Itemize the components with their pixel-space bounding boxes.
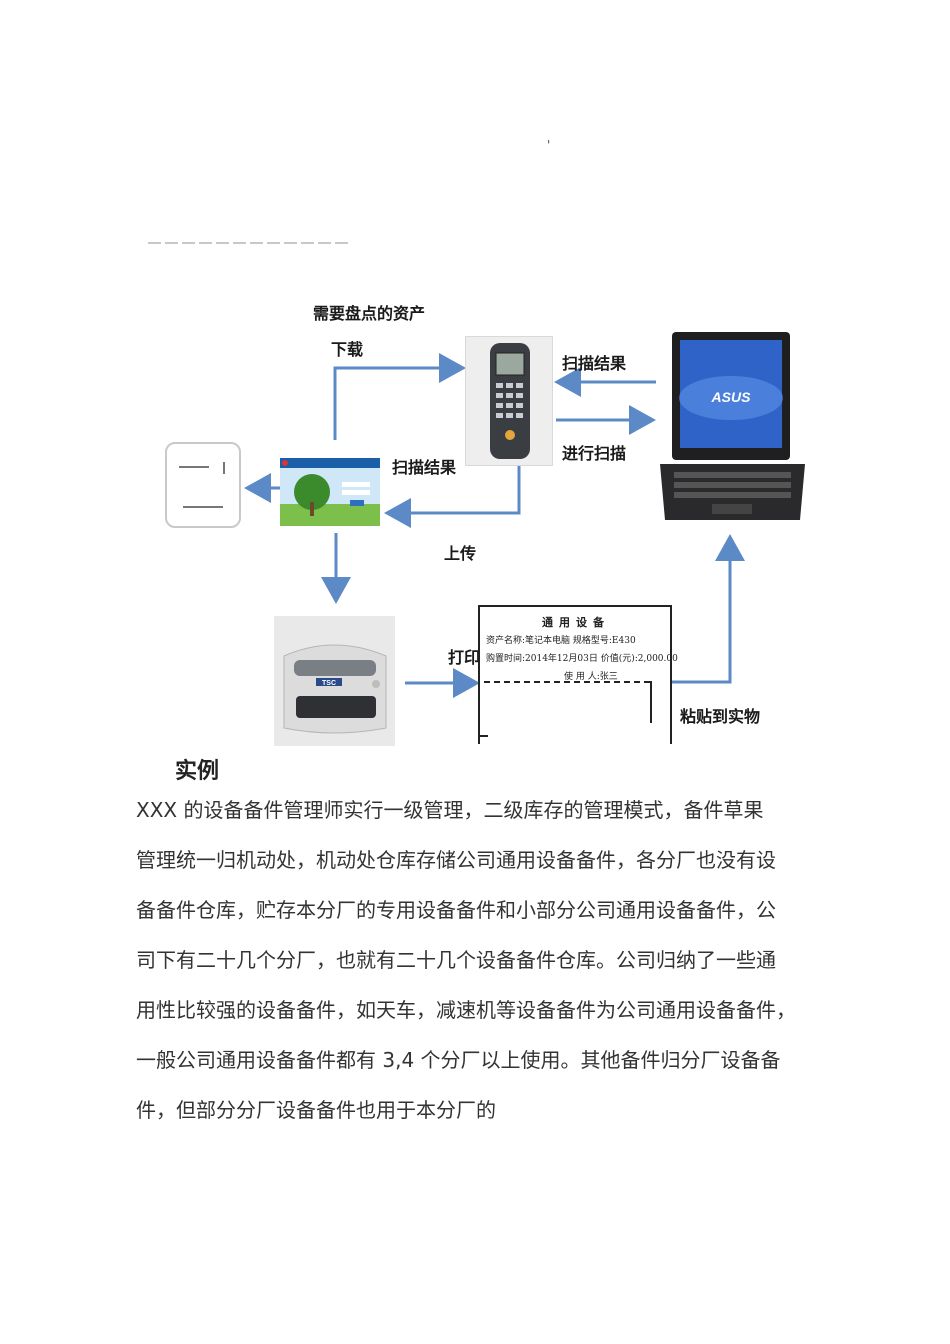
paragraph-line: 司下有二十几个分厂，也就有二十几个设备备件仓库。公司归纳了一些通	[136, 948, 776, 972]
printer-brand-logo: TSC	[322, 680, 336, 687]
label-card-corner	[480, 735, 488, 737]
label-do-scan: 进行扫描	[562, 444, 627, 463]
output-document-icon	[165, 442, 241, 528]
label-paste: 粘贴到实物	[680, 707, 761, 726]
laptop-brand-logo: ASUS	[711, 389, 752, 405]
label-scan-result-top: 扫描结果	[562, 354, 627, 373]
section-heading: 实例	[175, 759, 220, 784]
stray-mark: '	[547, 138, 551, 152]
arrow-upload	[384, 466, 521, 528]
paragraph-line: XXX 的设备备件管理师实行一级管理，二级库存的管理模式，备件草果	[136, 798, 764, 822]
arrow-paste	[668, 534, 745, 684]
handheld-scanner-image	[465, 336, 553, 466]
label-card-line3: 使 用 人:张三	[564, 672, 618, 682]
paragraph-line: 一般公司通用设备备件都有 3,4 个分厂以上使用。其他备件归分厂设备备	[136, 1048, 781, 1072]
label-upload: 上传	[444, 544, 477, 563]
faded-caption-line	[148, 226, 370, 252]
body-paragraph: XXX 的设备备件管理师实行一级管理，二级库存的管理模式，备件草果 管理统一归机…	[136, 790, 836, 1140]
asset-system-screenshot	[280, 458, 380, 526]
label-card-line1: 资产名称:笔记本电脑 规格型号:E430	[486, 636, 636, 646]
paragraph-line: 管理统一归机动处，机动处仓库存储公司通用设备备件，各分厂也没有设	[136, 848, 776, 872]
label-card-line2: 购置时间:2014年12月03日 价值(元):2,000.00	[486, 654, 678, 664]
paragraph-line: 用性比较强的设备备件，如天车，减速机等设备备件为公司通用设备备件，	[136, 998, 796, 1022]
printed-asset-label: 通用设备 资产名称:笔记本电脑 规格型号:E430 购置时间:2014年12月0…	[478, 605, 678, 744]
flow-arrows	[244, 353, 745, 698]
label-printer-image: TSC	[274, 616, 395, 746]
label-card-cut-line	[484, 681, 650, 683]
label-card-edge	[650, 681, 652, 723]
label-need-inventory: 需要盘点的资产	[313, 304, 426, 323]
label-download: 下载	[331, 340, 364, 359]
laptop-image: ASUS	[660, 332, 805, 527]
paragraph-line: 件，但部分分厂设备备件也用于本分厂的	[136, 1098, 496, 1122]
asset-inventory-flow-diagram: 需要盘点的资产 下载 扫描结果 进行扫描 扫描结果 上传 打印 粘贴到实物 AS…	[0, 270, 950, 760]
label-scan-result-mid: 扫描结果	[392, 458, 457, 477]
label-card-title: 通用设备	[542, 616, 610, 629]
arrow-download	[333, 353, 466, 440]
label-print: 打印	[448, 648, 481, 667]
paragraph-line: 备备件仓库，贮存本分厂的专用设备备件和小部分公司通用设备备件，公	[136, 898, 776, 922]
